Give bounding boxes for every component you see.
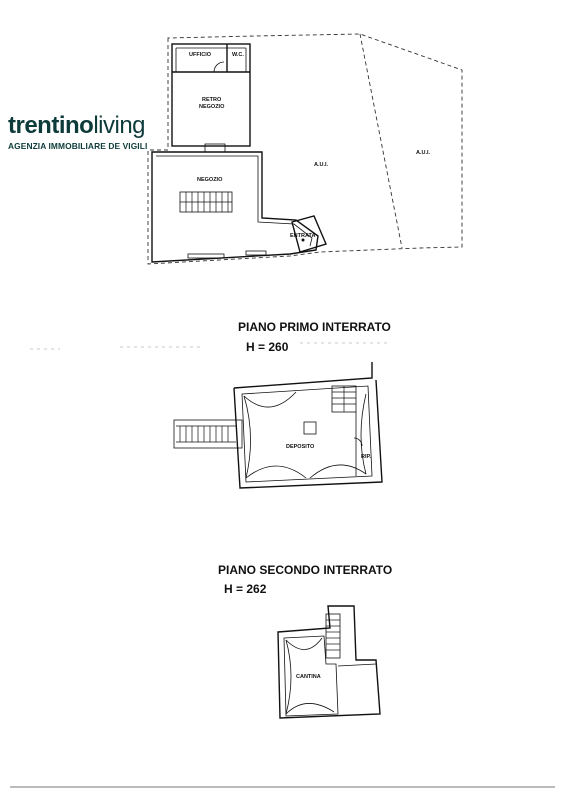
room-label-entrata: ENTRATA	[290, 233, 315, 239]
second-basement-title: PIANO SECONDO INTERRATO	[218, 563, 393, 577]
room-label-wc: W.C.	[232, 52, 244, 58]
brand-wordmark: trentinoliving	[8, 113, 183, 139]
room-label-retro: RETRO	[202, 97, 222, 103]
second-basement-plan	[277, 605, 381, 719]
ground-floor-plan	[147, 33, 463, 265]
area-label-aui-1: A.U.I.	[314, 162, 329, 168]
first-basement-title: PIANO PRIMO INTERRATO	[238, 320, 391, 334]
room-label-deposito: DEPOSITO	[286, 444, 315, 450]
first-basement-height: H = 260	[246, 340, 289, 354]
first-basement-plan	[173, 362, 383, 489]
brand-tagline: AGENZIA IMMOBILIARE DE VIGILI	[8, 141, 148, 151]
room-label-rip: RIP.	[361, 454, 371, 460]
room-label-negozio: NEGOZIO	[197, 177, 223, 183]
brand-part1: trentino	[8, 112, 94, 139]
second-basement-height: H = 262	[224, 582, 267, 596]
room-label-negozio-retro: NEGOZIO	[199, 104, 225, 110]
room-label-ufficio: UFFICIO	[189, 52, 212, 58]
agency-logo: trentinoliving AGENZIA IMMOBILIARE DE VI…	[8, 113, 183, 152]
area-label-aui-2: A.U.I.	[416, 150, 431, 156]
room-label-cantina: CANTINA	[296, 674, 321, 680]
brand-part2: living	[93, 112, 146, 139]
